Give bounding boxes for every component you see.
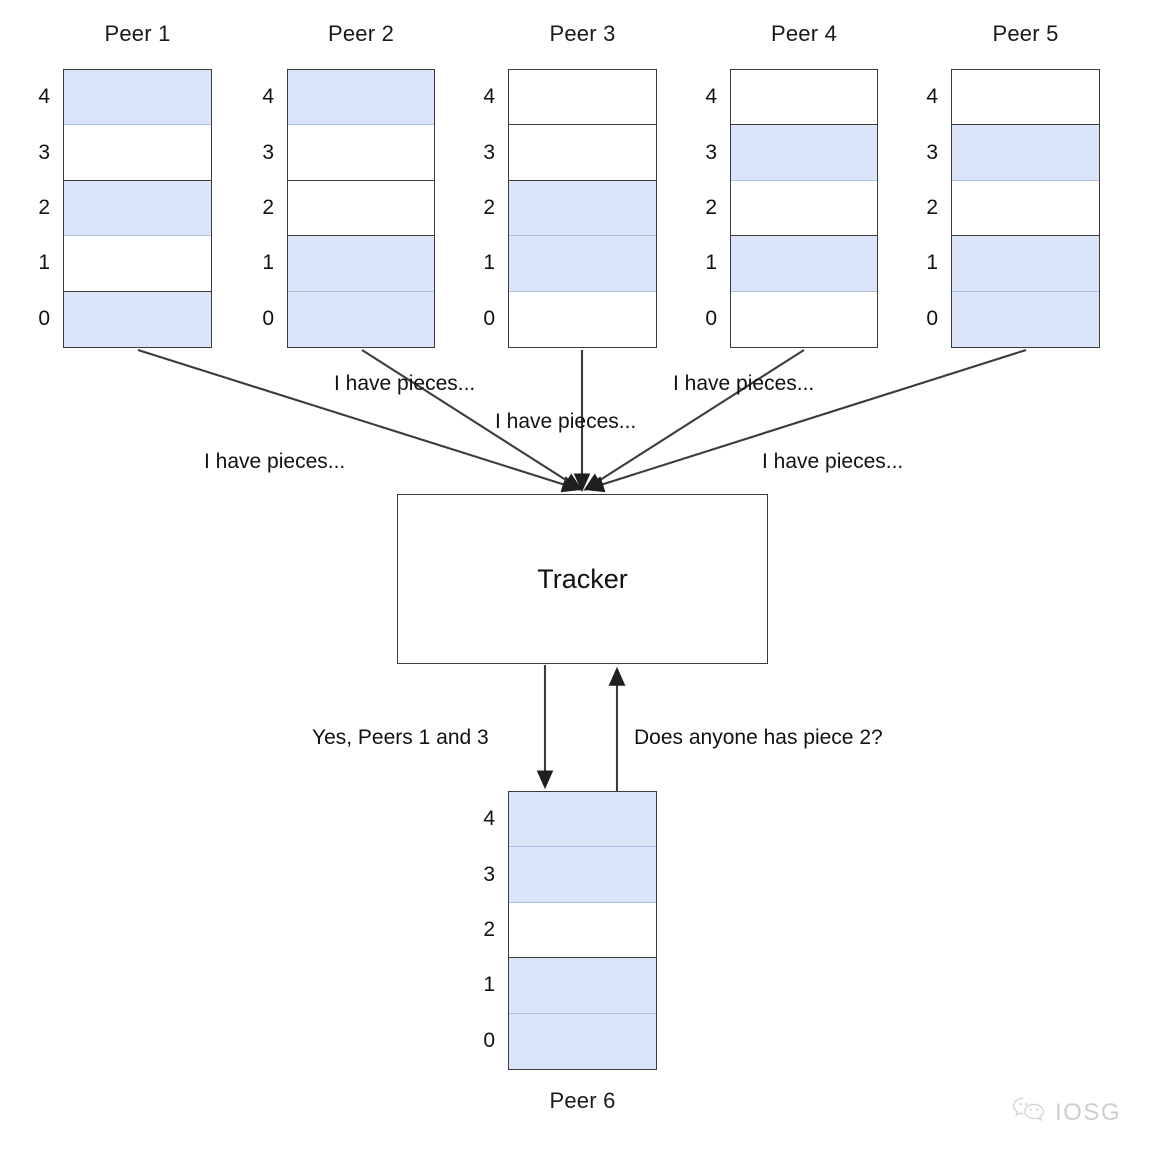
wechat-icon: [1012, 1096, 1046, 1129]
peer-title-4: Peer 4: [770, 21, 838, 46]
piece-grid-3: 4 3 2 1 0: [483, 69, 657, 348]
peer-5: Peer 5 4 3 2 1 0: [926, 21, 1100, 348]
piece-cell[interactable]: 3: [262, 125, 434, 181]
piece-cell[interactable]: 0: [483, 1013, 656, 1069]
piece-cell[interactable]: 2: [262, 180, 434, 237]
piece-cell[interactable]: 4: [926, 70, 1099, 126]
piece-index-label: 2: [705, 195, 717, 219]
piece-index-label: 0: [483, 307, 495, 331]
piece-index-label: 2: [926, 195, 938, 219]
label-answer: Yes, Peers 1 and 3: [312, 726, 489, 749]
piece-grid-6: 4 3 2 1 0: [483, 791, 657, 1070]
piece-index-label: 4: [262, 85, 274, 109]
label-peer1: I have pieces...: [204, 450, 346, 473]
piece-cell[interactable]: 2: [705, 180, 877, 237]
piece-grid-5: 4 3 2 1 0: [926, 69, 1100, 348]
piece-grid-4: 4 3 2 1 0: [705, 69, 878, 348]
label-peer4: I have pieces...: [673, 372, 815, 395]
piece-index-label: 0: [262, 307, 274, 331]
piece-index-label: 3: [483, 140, 495, 164]
piece-cell[interactable]: 3: [483, 847, 656, 903]
piece-grid-1: 4 3 2 1 0: [38, 69, 212, 348]
iosg-watermark: IOSG: [1012, 1096, 1121, 1129]
piece-cell[interactable]: 2: [926, 180, 1099, 237]
peer-6: Peer 6 4 3 2 1 0: [483, 791, 657, 1113]
piece-index-label: 2: [38, 195, 50, 219]
piece-cell[interactable]: 0: [926, 291, 1099, 347]
piece-index-label: 0: [926, 307, 938, 331]
peer-title-2: Peer 2: [327, 21, 395, 46]
piece-index-label: 3: [705, 140, 717, 164]
piece-cell[interactable]: 3: [483, 125, 656, 181]
piece-index-label: 0: [705, 307, 717, 331]
label-peer3: I have pieces...: [495, 410, 637, 433]
tracker-node[interactable]: Tracker: [397, 494, 768, 664]
piece-index-label: 3: [483, 862, 495, 886]
piece-index-label: 4: [38, 85, 50, 109]
label-peer5: I have pieces...: [762, 450, 904, 473]
piece-index-label: 4: [926, 85, 938, 109]
piece-cell[interactable]: 1: [926, 236, 1099, 292]
peer-1: Peer 1 4 3 2 1 0: [38, 21, 212, 348]
piece-cell[interactable]: 4: [483, 70, 656, 126]
piece-index-label: 1: [38, 251, 50, 275]
peer-title-1: Peer 1: [104, 21, 171, 46]
piece-cell[interactable]: 3: [705, 125, 877, 181]
piece-index-label: 3: [262, 140, 274, 164]
piece-cell[interactable]: 4: [262, 70, 434, 126]
piece-grid-2: 4 3 2 1 0: [262, 69, 435, 348]
piece-cell[interactable]: 4: [705, 70, 877, 126]
piece-cell[interactable]: 1: [705, 236, 877, 292]
piece-index-label: 4: [483, 85, 495, 109]
piece-cell[interactable]: 0: [38, 291, 211, 347]
piece-cell[interactable]: 1: [483, 236, 656, 292]
peer-3: Peer 3 4 3 2 1 0: [483, 21, 657, 348]
piece-cell[interactable]: 2: [38, 180, 211, 237]
piece-cell[interactable]: 3: [926, 125, 1099, 181]
peer-4: Peer 4 4 3 2 1 0: [705, 21, 878, 348]
piece-cell[interactable]: 0: [262, 291, 434, 347]
piece-index-label: 1: [483, 973, 495, 997]
piece-cell[interactable]: 3: [38, 125, 211, 181]
piece-index-label: 1: [483, 251, 495, 275]
piece-index-label: 4: [483, 807, 495, 831]
piece-cell[interactable]: 1: [483, 958, 656, 1014]
watermark-text: IOSG: [1055, 1098, 1122, 1126]
piece-cell[interactable]: 1: [262, 236, 434, 292]
piece-index-label: 2: [262, 195, 274, 219]
piece-cell[interactable]: 1: [38, 236, 211, 292]
piece-index-label: 0: [38, 307, 50, 331]
piece-index-label: 3: [926, 140, 938, 164]
piece-index-label: 1: [705, 251, 717, 275]
piece-index-label: 2: [483, 917, 495, 941]
tracker-label: Tracker: [537, 563, 628, 594]
piece-index-label: 1: [926, 251, 938, 275]
piece-cell[interactable]: 0: [483, 291, 656, 347]
peer-title-5: Peer 5: [992, 21, 1059, 46]
piece-cell[interactable]: 4: [483, 792, 656, 848]
piece-cell[interactable]: 0: [705, 291, 877, 347]
peer-title-6: Peer 6: [549, 1088, 616, 1113]
piece-index-label: 4: [705, 85, 717, 109]
piece-index-label: 0: [483, 1029, 495, 1053]
label-question: Does anyone has piece 2?: [634, 726, 883, 749]
peer-title-3: Peer 3: [549, 21, 616, 46]
piece-index-label: 3: [38, 140, 50, 164]
piece-cell[interactable]: 4: [38, 70, 211, 126]
piece-cell[interactable]: 2: [483, 180, 656, 237]
label-peer2: I have pieces...: [334, 372, 476, 395]
peer-2: Peer 2 4 3 2 1 0: [262, 21, 435, 348]
piece-cell[interactable]: 2: [483, 902, 656, 959]
piece-index-label: 1: [262, 251, 274, 275]
piece-index-label: 2: [483, 195, 495, 219]
